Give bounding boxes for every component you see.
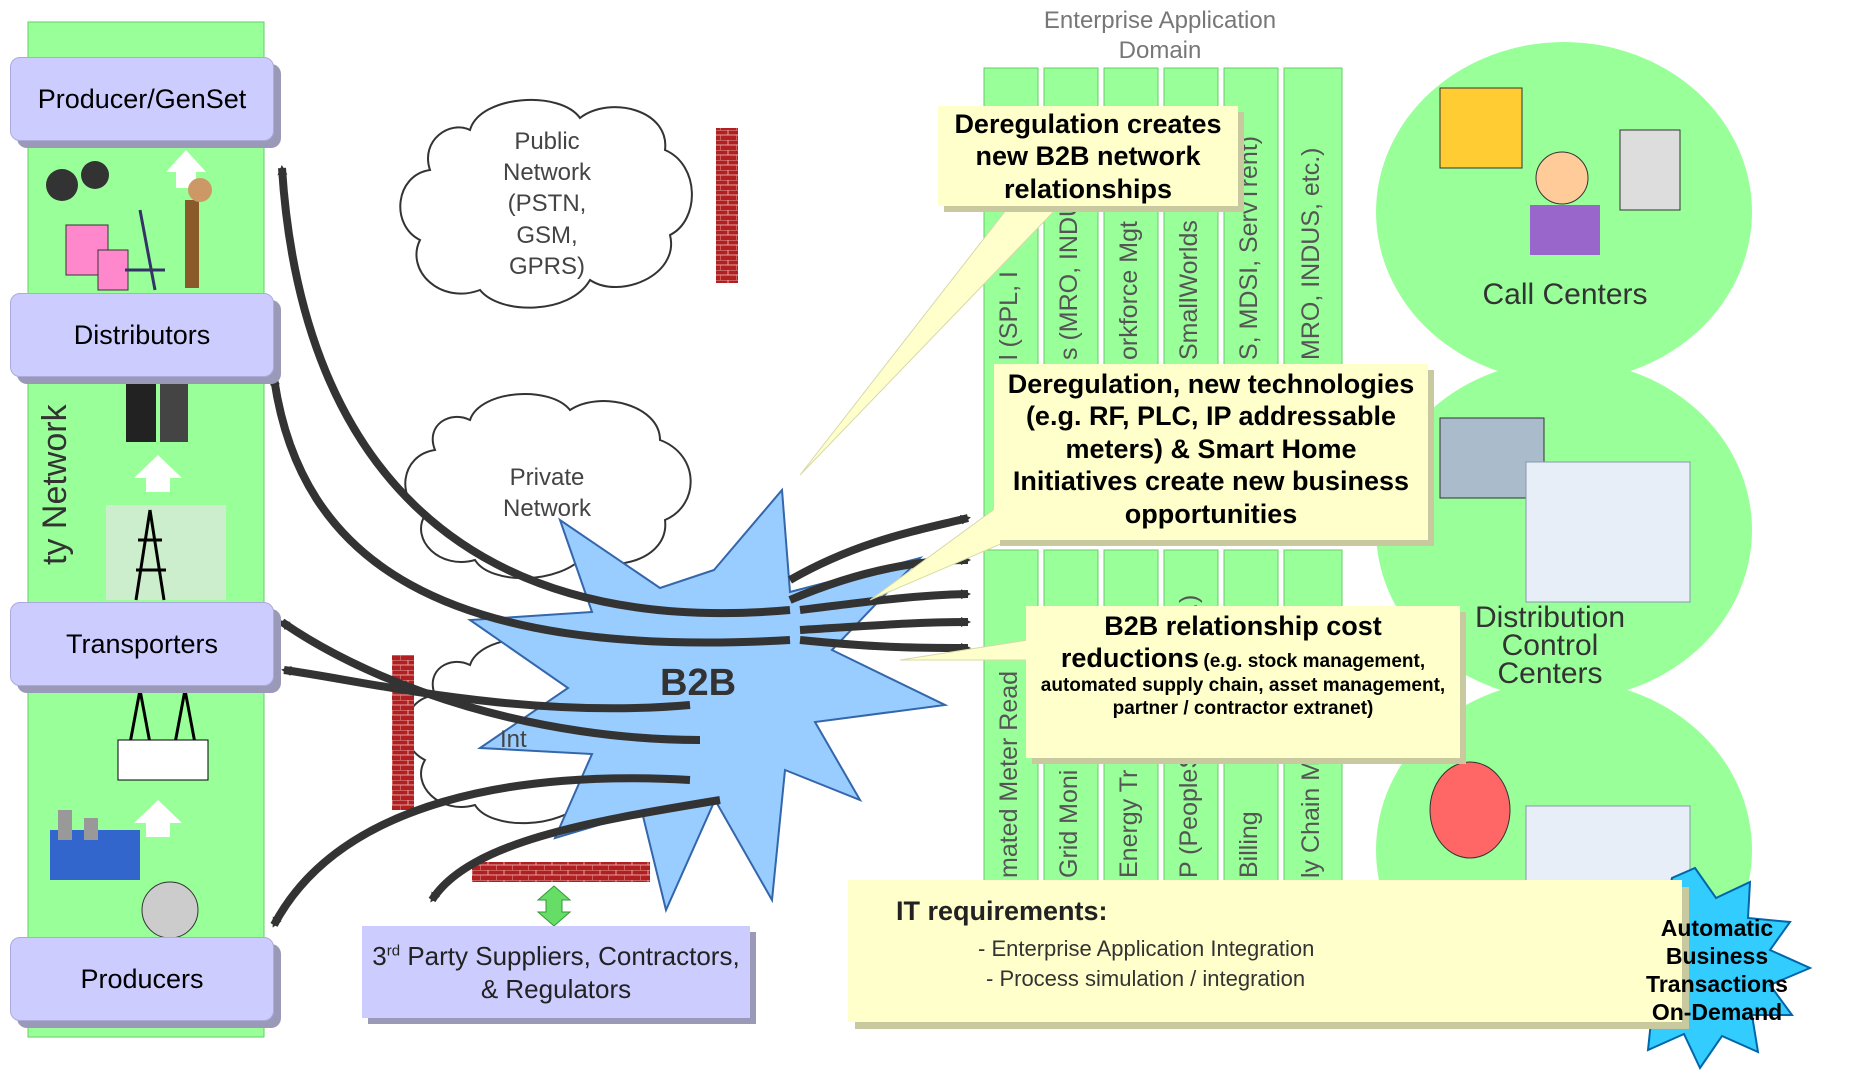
callout-deregulation-b2b: Deregulation creates new B2B network rel… (938, 106, 1238, 206)
suppliers-line-1: 3rd Party Suppliers, Contractors, (372, 941, 740, 971)
private-network-label: Private Network (502, 464, 592, 523)
node-producer-genset[interactable]: Producer/GenSet (10, 57, 274, 141)
app-col-top-3: orkforce Mgt (1115, 221, 1143, 360)
it-requirements-box: IT requirements: - Enterprise Applicatio… (848, 880, 1682, 1022)
distributors-clipart (126, 378, 188, 442)
app-col-top-1: l (SPL, I (995, 271, 1023, 360)
call-center-clipart (1439, 87, 1681, 255)
app-col-bottom-5: Billing (1235, 811, 1263, 878)
it-requirement-item-1: - Enterprise Application Integration (978, 936, 1315, 961)
enterprise-domain-title: Enterprise Application Domain (1043, 7, 1277, 64)
suppliers-box[interactable]: 3rd Party Suppliers, Contractors, & Regu… (362, 926, 750, 1018)
firewall-top (716, 128, 738, 283)
suppliers-line-2: & Regulators (480, 973, 632, 1004)
it-requirement-item-2: - Process simulation / integration (986, 966, 1306, 991)
app-col-bottom-1: mated Meter Read (995, 670, 1023, 878)
callout-deregulation-tech: Deregulation, new technologies (e.g. RF,… (994, 364, 1428, 540)
app-col-top-2: s (MRO, INDU (1055, 198, 1083, 360)
app-col-top-5: S, MDSI, ServTrent) (1235, 135, 1263, 360)
app-col-bottom-2: Grid Moni (1055, 769, 1083, 878)
automatic-transactions-label: Automatic Business Transactions On-Deman… (1646, 915, 1788, 1026)
app-col-bottom-6: ly Chain M (1297, 759, 1325, 878)
node-transporters[interactable]: Transporters (10, 602, 274, 686)
public-network-label: Public Network (PSTN, GSM, GPRS) (502, 128, 592, 280)
b2b-arrows (270, 165, 971, 928)
node-distributors[interactable]: Distributors (10, 293, 274, 377)
callout-cost-title: B2B relationship cost reductions (1060, 611, 1382, 674)
node-producers[interactable]: Producers (10, 937, 274, 1021)
it-requirements-title: IT requirements: (896, 896, 1108, 926)
distribution-center-clipart (1439, 417, 1691, 603)
callout-cost-reductions: B2B relationship cost reductions (e.g. s… (1026, 606, 1460, 758)
transporters-clipart (117, 689, 209, 781)
producer-genset-clipart (46, 161, 212, 291)
public-network-cloud (399, 99, 693, 309)
app-col-bottom-3: Energy Tr (1115, 769, 1143, 878)
call-centers-label: Call Centers (1482, 278, 1648, 311)
distribution-centers-label: Distribution Control Centers (1474, 601, 1626, 690)
b2b-label: B2B (660, 662, 737, 704)
chain-up-arrows (134, 150, 206, 837)
firewall-bottom (472, 862, 650, 882)
app-col-top-4: SmallWorlds (1175, 220, 1203, 360)
suppliers-double-arrow (536, 885, 572, 927)
chain-vertical-label: ty Network (36, 404, 74, 565)
transmission-clipart (106, 505, 226, 601)
app-col-top-6: MRO, INDUS, etc.) (1297, 147, 1325, 360)
callout-cost-detail: (e.g. stock management, automated supply… (1040, 651, 1446, 719)
internet-partial-label: Int (500, 726, 527, 753)
producers-clipart (50, 810, 199, 939)
app-col-bottom-4: P (PeopleS (1175, 751, 1203, 878)
